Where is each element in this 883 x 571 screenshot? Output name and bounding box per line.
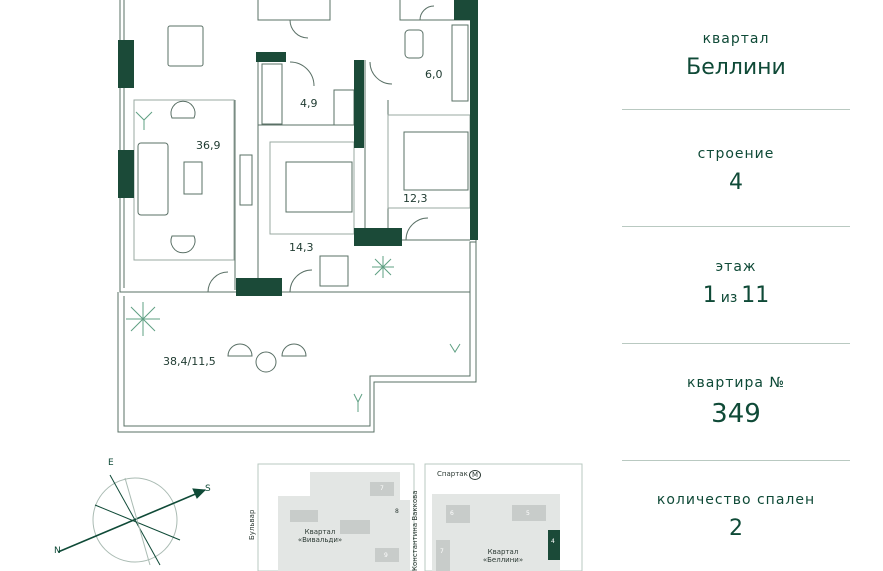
floor-number: 1 bbox=[702, 283, 717, 308]
quarter-label: квартал bbox=[702, 31, 770, 47]
quarter-value: Беллини bbox=[686, 55, 786, 80]
apartment-value: 349 bbox=[711, 399, 761, 429]
room-area-bedroom-right: 12,3 bbox=[403, 192, 428, 205]
divider bbox=[622, 226, 850, 227]
apartment-label: квартира № bbox=[687, 375, 785, 391]
metro-station-label: Спартак bbox=[437, 470, 468, 478]
site-number: 6 bbox=[450, 510, 454, 517]
block-bellini-label: Квартал «Беллини» bbox=[482, 548, 524, 564]
floor-total: 11 bbox=[741, 283, 770, 308]
apartment-block: квартира № 349 bbox=[622, 375, 850, 429]
metro-icon: М bbox=[469, 470, 482, 480]
room-area-terrace: 38,4/11,5 bbox=[163, 355, 216, 368]
bedrooms-label: количество спален bbox=[656, 492, 816, 508]
building-label: строение bbox=[697, 146, 775, 162]
street-left-label: Бульвар bbox=[248, 509, 256, 540]
room-area-living: 36,9 bbox=[196, 139, 221, 152]
site-number: 9 bbox=[384, 552, 388, 559]
site-number: 8 bbox=[395, 508, 399, 515]
site-number: 7 bbox=[380, 485, 384, 492]
divider bbox=[622, 343, 850, 344]
site-number: 5 bbox=[526, 510, 530, 517]
site-number-highlight: 4 bbox=[551, 538, 555, 545]
bedrooms-value: 2 bbox=[729, 516, 743, 541]
floor-plan: 36,9 4,9 6,0 12,3 14,3 38,4/11,5 N E S С… bbox=[54, 0, 583, 571]
street-mid-label: Константина Ваккова bbox=[411, 490, 419, 571]
block-vivaldi-label: Квартал «Вивальди» bbox=[297, 528, 343, 544]
floor-plan-drawing bbox=[57, 0, 583, 571]
compass-east-label: E bbox=[108, 458, 114, 468]
building-value: 4 bbox=[729, 170, 743, 195]
quarter-block: квартал Беллини bbox=[622, 31, 850, 80]
building-block: строение 4 bbox=[622, 146, 850, 195]
divider bbox=[622, 109, 850, 110]
site-number: 7 bbox=[440, 548, 444, 555]
compass-south-label: S bbox=[205, 484, 211, 494]
floor-of-label: из bbox=[720, 290, 738, 306]
room-area-bedroom-left: 14,3 bbox=[289, 241, 314, 254]
room-area-bath: 6,0 bbox=[425, 68, 443, 81]
compass-north-label: N bbox=[54, 546, 61, 556]
floor-label: этаж bbox=[715, 259, 757, 275]
bedrooms-block: количество спален 2 bbox=[622, 492, 850, 541]
divider bbox=[622, 460, 850, 461]
room-area-hall: 4,9 bbox=[300, 97, 318, 110]
